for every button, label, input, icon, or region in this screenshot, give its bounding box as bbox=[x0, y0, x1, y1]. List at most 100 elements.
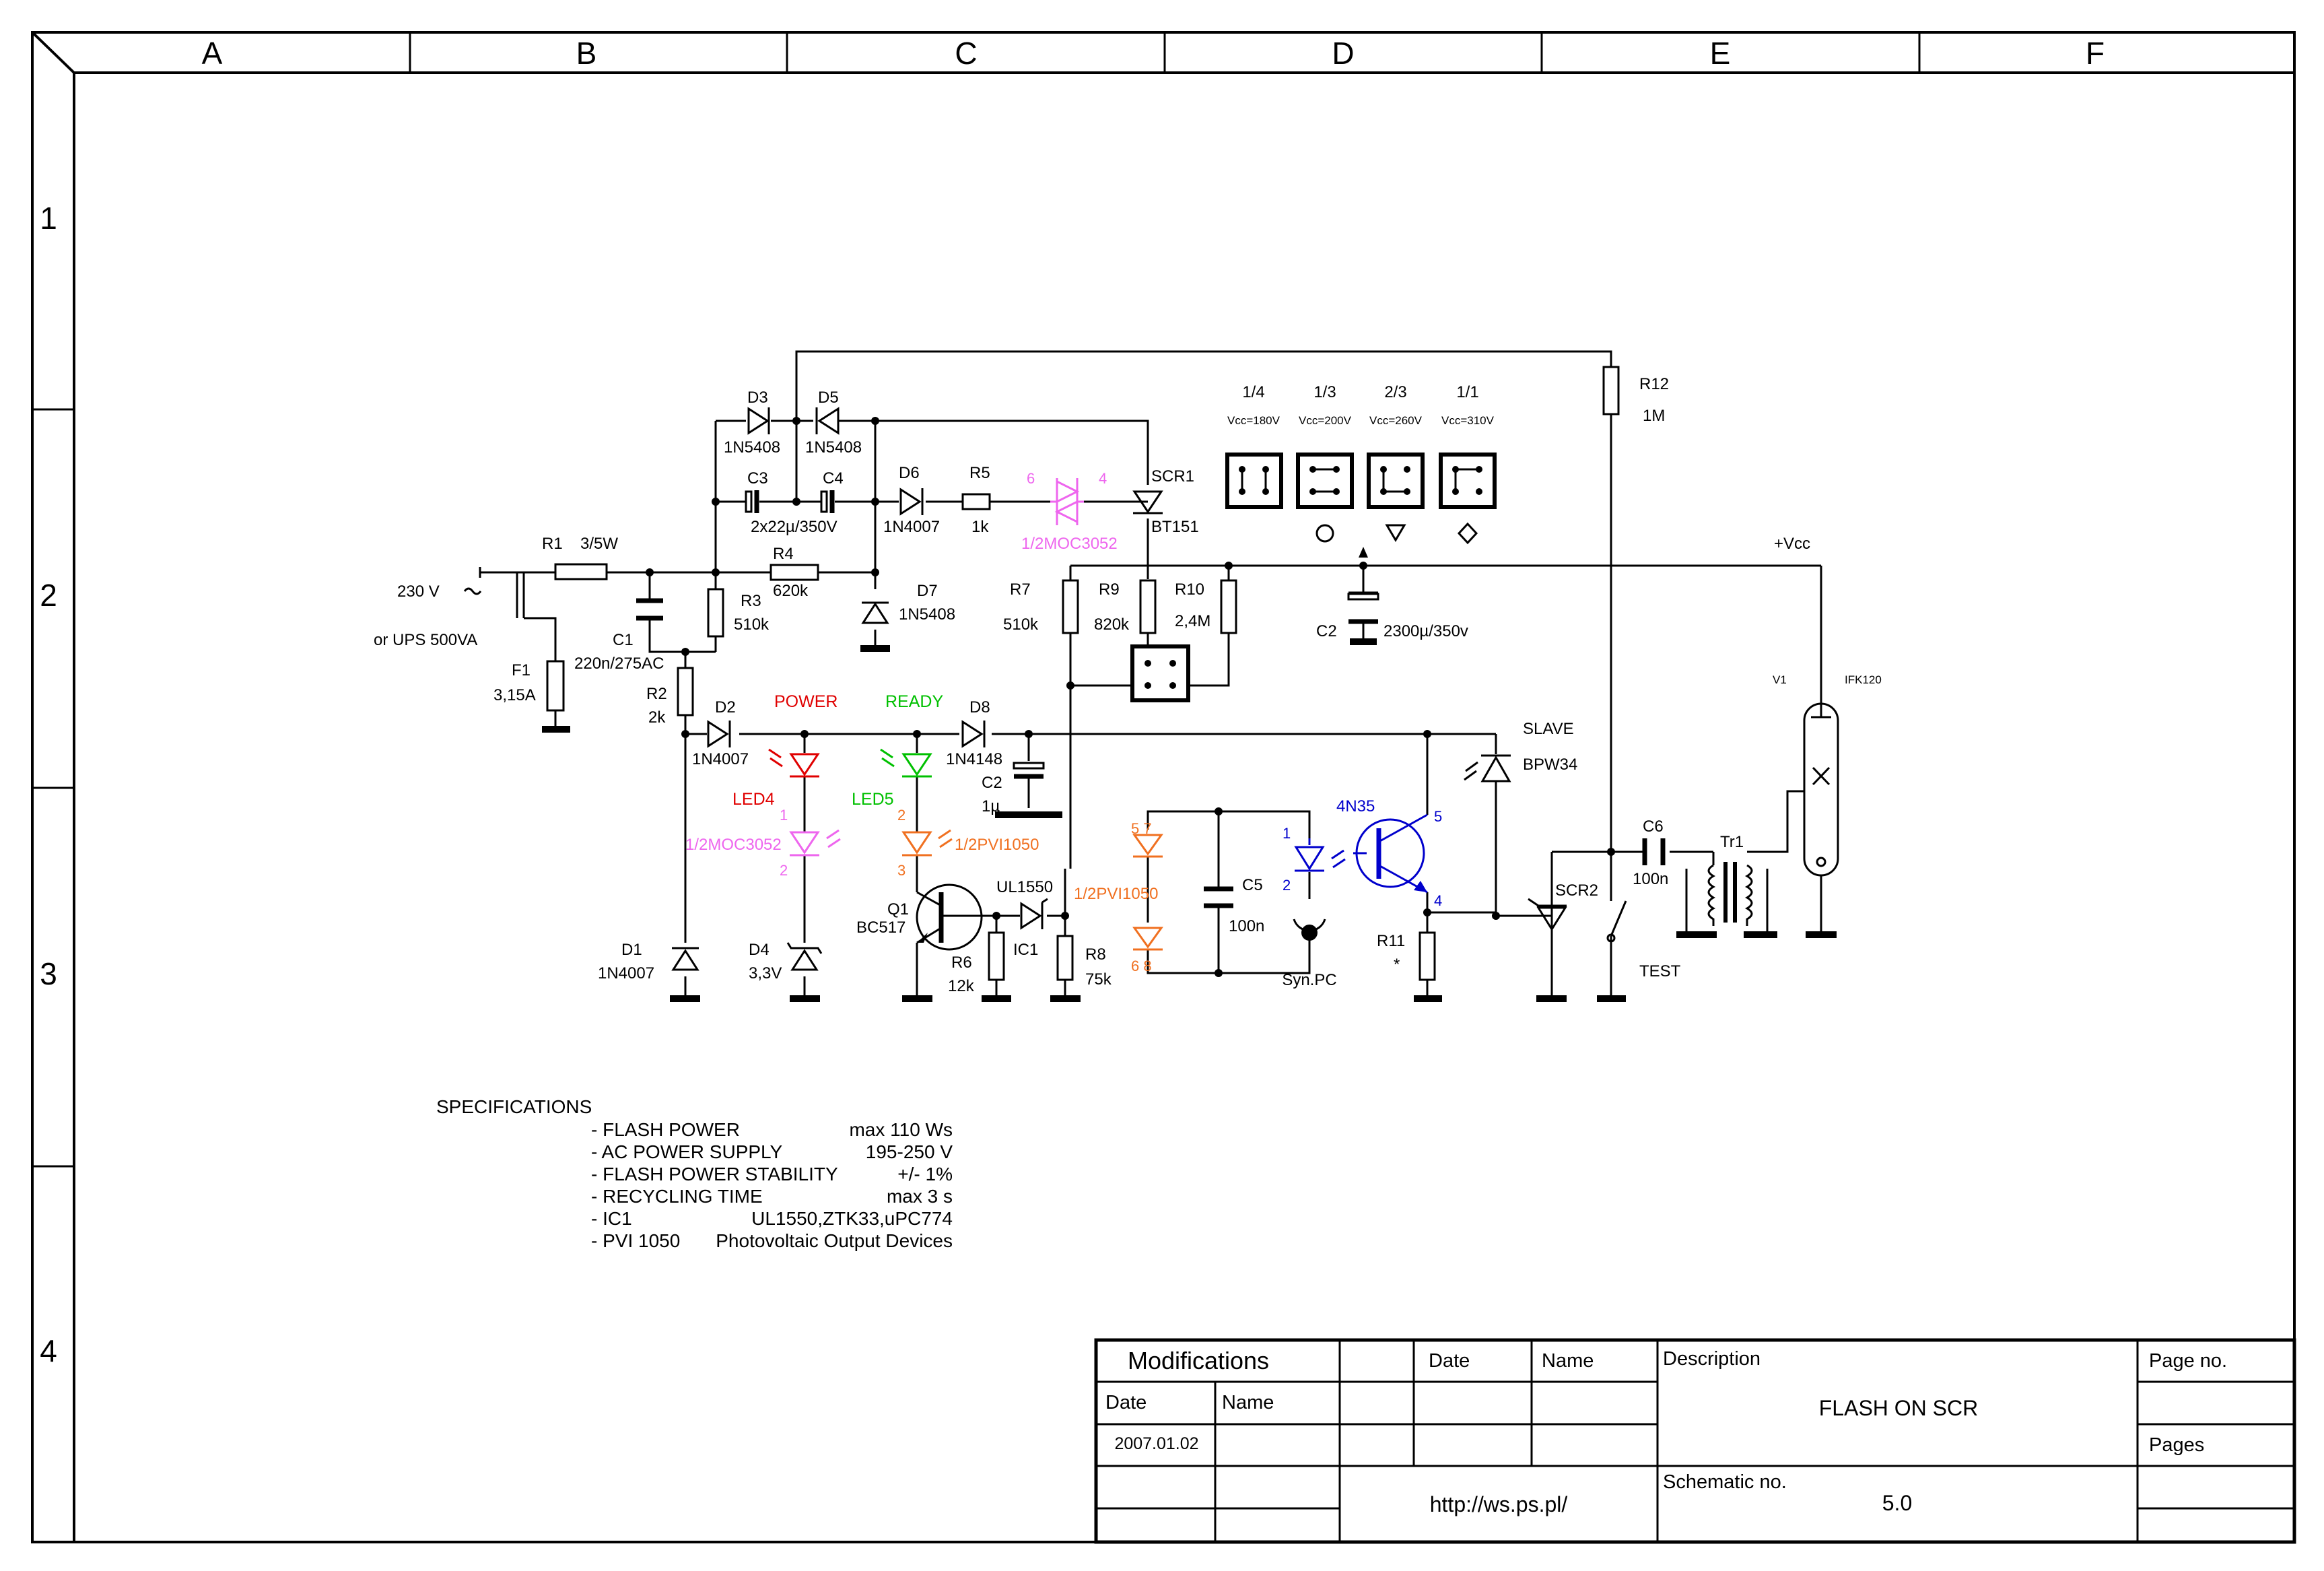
power-level-1-3-fraction: 1/3 bbox=[1313, 383, 1336, 401]
resistor-r7: R7 510k bbox=[1003, 579, 1079, 634]
moc-top-label: 1/2MOC3052 bbox=[1021, 535, 1118, 553]
test-switch[interactable]: TEST bbox=[1606, 855, 1681, 980]
ground-symbols bbox=[542, 638, 1837, 1002]
r8-ref: R8 bbox=[1085, 945, 1106, 964]
f1-value: 3,15A bbox=[493, 686, 536, 704]
scr-scr2: SCR2 bbox=[1528, 881, 1598, 931]
r5-value: 1k bbox=[971, 518, 989, 536]
power-level-1-4-fraction: 1/4 bbox=[1242, 383, 1264, 401]
resistor-r4: R4 620k bbox=[770, 545, 819, 600]
d8-value: 1N4148 bbox=[946, 750, 1002, 768]
r5-ref: R5 bbox=[969, 464, 990, 482]
url-link[interactable]: http://ws.ps.pl/ bbox=[1430, 1492, 1568, 1516]
column-label-f: F bbox=[2086, 36, 2105, 71]
r2-ref: R2 bbox=[646, 685, 667, 703]
column-label-a: A bbox=[202, 36, 223, 71]
r11-ref: R11 bbox=[1377, 932, 1405, 950]
c5-ref: C5 bbox=[1242, 876, 1263, 894]
c4-value: 2x22µ/350V bbox=[751, 518, 838, 536]
r1-value: 3/5W bbox=[580, 535, 618, 553]
opto-ref: 4N35 bbox=[1336, 797, 1375, 815]
spec-name: - FLASH POWER bbox=[591, 1119, 740, 1140]
ic1-value: UL1550 bbox=[996, 878, 1053, 896]
spec-list: - FLASH POWER max 110 Ws - AC POWER SUPP… bbox=[591, 1119, 953, 1251]
r7-ref: R7 bbox=[1010, 580, 1031, 599]
d5-ref: D5 bbox=[818, 389, 839, 407]
moc-top-pin6: 6 bbox=[1027, 470, 1035, 487]
r12-ref: R12 bbox=[1639, 375, 1669, 393]
moc-bottom-pin1: 1 bbox=[780, 807, 788, 824]
vcc-label: +Vcc bbox=[1774, 535, 1810, 553]
power-level-1-4[interactable]: 1/4 Vcc=180V bbox=[1225, 383, 1283, 509]
description-value: FLASH ON SCR bbox=[1819, 1396, 1978, 1420]
zener-d4: D4 3,3V bbox=[749, 941, 823, 982]
syn-pc-jack[interactable]: Syn.PC bbox=[1282, 918, 1337, 989]
column-label-e: E bbox=[1710, 36, 1731, 71]
modifications-header: Modifications bbox=[1128, 1347, 1269, 1374]
shunt-regulator-ic1: UL1550 IC1 bbox=[996, 878, 1053, 959]
c1-value: 220n/275AC bbox=[574, 655, 664, 673]
diode-d1: D1 1N4007 bbox=[598, 941, 699, 982]
c2-main-value: 2300µ/350v bbox=[1383, 622, 1468, 640]
mod-name-header: Name bbox=[1222, 1392, 1274, 1413]
spec-value: +/- 1% bbox=[897, 1164, 953, 1184]
mains-voltage-label: 230 V bbox=[397, 582, 440, 601]
transistor-q1: Q1 BC517 bbox=[856, 883, 983, 951]
c2-main-ref: C2 bbox=[1316, 622, 1337, 640]
photodiode-bpw34: SLAVE BPW34 bbox=[1464, 720, 1577, 782]
diode-d5: D5 1N5408 bbox=[805, 389, 862, 457]
spec-value: max 3 s bbox=[887, 1186, 953, 1207]
spec-value: UL1550,ZTK33,uPC774 bbox=[751, 1208, 953, 1229]
resistor-r12: R12 1M bbox=[1602, 366, 1669, 425]
moc-bottom-pin2: 2 bbox=[780, 862, 788, 879]
capacitor-c5: C5 100n bbox=[1204, 876, 1264, 935]
mod-date-header: Date bbox=[1105, 1392, 1147, 1413]
opto-pin4: 4 bbox=[1434, 892, 1442, 909]
r9-ref: R9 bbox=[1099, 580, 1120, 599]
power-level-1-3[interactable]: 1/3 Vcc=200V bbox=[1296, 383, 1354, 543]
pvi-left-pin2: 2 bbox=[897, 807, 905, 824]
v1-ref: V1 bbox=[1773, 673, 1787, 686]
mains-input: 230 V or UPS 500VA bbox=[374, 567, 482, 649]
c2-small-value: 1µ bbox=[982, 797, 1000, 815]
power-level-selectors: 1/4 Vcc=180V 1/3 Vcc=200V 2/3 Vcc=260V bbox=[1225, 383, 1497, 545]
power-jumper-block bbox=[1130, 644, 1190, 702]
led5-ready: LED5 bbox=[852, 748, 932, 809]
r6-value: 12k bbox=[948, 977, 975, 995]
led5-ref: LED5 bbox=[852, 790, 894, 809]
c3-ref: C3 bbox=[747, 469, 768, 488]
power-level-2-3-vcc: Vcc=260V bbox=[1369, 414, 1423, 427]
power-level-2-3[interactable]: 2/3 Vcc=260V bbox=[1367, 383, 1425, 542]
flash-tube-v1: V1 IFK120 bbox=[1773, 673, 1882, 877]
c2-small-ref: C2 bbox=[982, 774, 1002, 792]
d4-ref: D4 bbox=[749, 941, 770, 959]
spec-title: SPECIFICATIONS bbox=[436, 1096, 592, 1117]
spec-value: max 110 Ws bbox=[849, 1119, 953, 1140]
resistor-r8: R8 75k bbox=[1056, 935, 1112, 989]
diode-d2: D2 1N4007 bbox=[692, 698, 749, 768]
r4-ref: R4 bbox=[773, 545, 794, 563]
power-level-1-1[interactable]: 1/1 Vcc=310V bbox=[1439, 383, 1497, 545]
drawing-frame: A B C D E F 1 2 3 4 bbox=[31, 31, 2296, 1543]
schematic-no-label: Schematic no. bbox=[1663, 1471, 1787, 1493]
led4-ref: LED4 bbox=[732, 790, 775, 809]
d6-ref: D6 bbox=[899, 464, 920, 482]
c4-ref: C4 bbox=[823, 469, 844, 488]
q1-ref: Q1 bbox=[887, 900, 909, 918]
r10-value: 2,4M bbox=[1175, 612, 1210, 630]
d3-ref: D3 bbox=[747, 389, 768, 407]
spec-name: - PVI 1050 bbox=[591, 1230, 680, 1251]
test-label: TEST bbox=[1639, 962, 1681, 980]
junction-dots bbox=[646, 417, 1615, 977]
r3-value: 510k bbox=[734, 615, 770, 634]
specifications: SPECIFICATIONS - FLASH POWER max 110 Ws … bbox=[436, 1096, 953, 1251]
opto-pin5: 5 bbox=[1434, 808, 1442, 825]
r1-ref: R1 bbox=[542, 535, 563, 553]
power-level-1-1-fraction: 1/1 bbox=[1456, 383, 1478, 401]
resistor-r10: R10 2,4M bbox=[1175, 579, 1237, 634]
r12-value: 1M bbox=[1643, 407, 1665, 425]
circle-icon bbox=[1315, 524, 1334, 543]
scr2-ref: SCR2 bbox=[1555, 881, 1598, 900]
description-label: Description bbox=[1663, 1348, 1761, 1370]
resistor-r6: R6 12k bbox=[948, 931, 1005, 995]
